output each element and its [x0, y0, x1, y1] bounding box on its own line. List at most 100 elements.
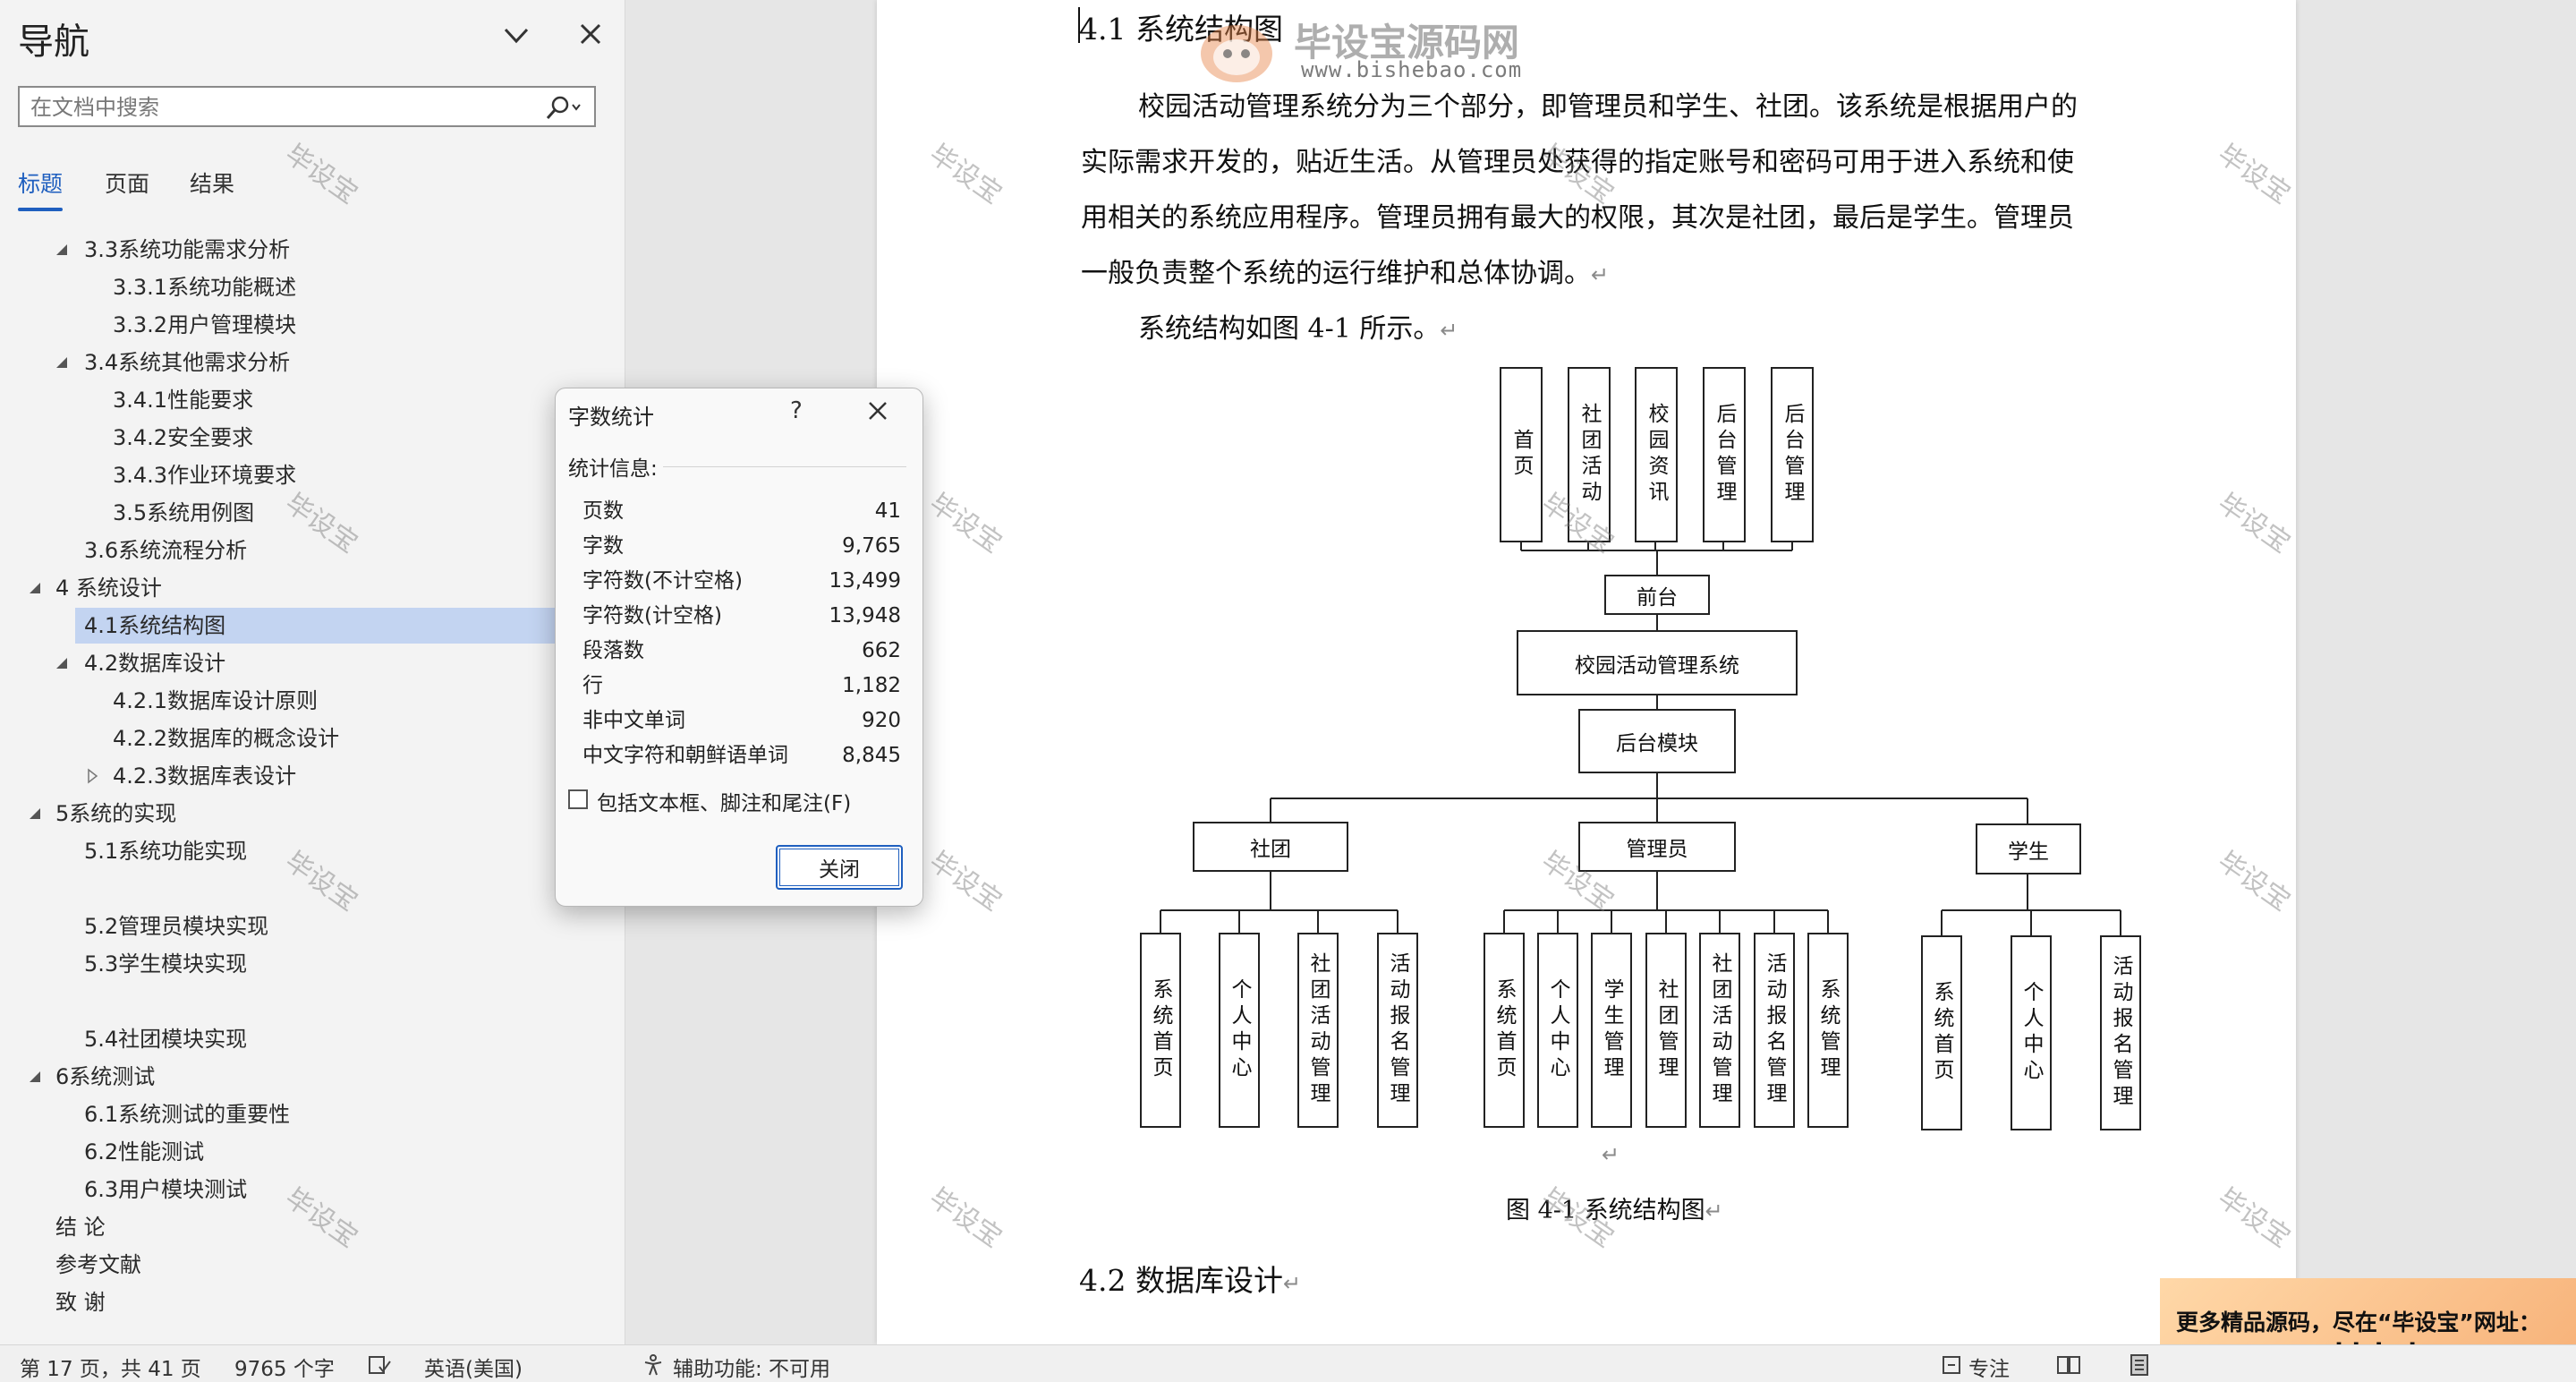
paragraph-figure-ref: 系统结构如图 4-1 所示。↵ — [1138, 313, 1458, 345]
include-footnotes-checkbox[interactable] — [568, 789, 588, 809]
nav-tree-item[interactable]: 3.5系统用例图 — [0, 494, 625, 532]
nav-tree-item[interactable]: 4.2数据库设计 — [0, 644, 625, 682]
nav-tree-item-label: 4.1系统结构图 — [84, 613, 226, 638]
nav-tree-item-label: 6.3用户模块测试 — [84, 1177, 248, 1202]
box-admin-signup-manage: 活动报名管理 — [1754, 933, 1795, 1128]
search-icon[interactable] — [542, 93, 583, 122]
tab-headings[interactable]: 标题 — [18, 171, 64, 197]
stat-value: 1,182 — [842, 674, 901, 697]
nav-tree-item-label: 6系统测试 — [55, 1064, 156, 1089]
nav-tree-item[interactable]: 参考文献 — [0, 1246, 625, 1284]
nav-tree-item[interactable]: 5.1系统功能实现 — [0, 832, 625, 870]
nav-tree-item[interactable]: 5.4社团模块实现 — [0, 1020, 625, 1058]
accessibility-status[interactable]: 辅助功能: 不可用 — [673, 1358, 831, 1381]
nav-tree-item[interactable] — [0, 870, 625, 908]
nav-tree-item[interactable]: 4.2.1数据库设计原则 — [0, 682, 625, 720]
nav-tree-item-label: 5.4社团模块实现 — [84, 1027, 248, 1052]
nav-tree-item[interactable]: 4 系统设计 — [0, 569, 625, 607]
expanded-triangle-icon[interactable] — [27, 580, 43, 596]
accessibility-icon[interactable] — [642, 1353, 667, 1377]
focus-mode[interactable]: 专注 — [1968, 1358, 2010, 1381]
proofing-icon[interactable] — [367, 1354, 392, 1376]
nav-tree-item[interactable]: 3.4.1性能要求 — [0, 381, 625, 419]
nav-tree-item[interactable] — [0, 983, 625, 1020]
page-count[interactable]: 第 17 页，共 41 页 — [20, 1358, 201, 1381]
nav-tree-item[interactable]: 6.1系统测试的重要性 — [0, 1096, 625, 1133]
nav-tree-item[interactable]: 3.3.1系统功能概述 — [0, 269, 625, 306]
language-indicator[interactable]: 英语(美国) — [424, 1358, 523, 1381]
nav-tree-item[interactable]: 5系统的实现 — [0, 795, 625, 832]
close-icon[interactable] — [864, 397, 891, 424]
nav-tree-item[interactable]: 6系统测试 — [0, 1058, 625, 1096]
print-layout-icon[interactable] — [2128, 1353, 2151, 1377]
box-club-profile: 个人中心 — [1219, 933, 1260, 1128]
nav-tree-item[interactable]: 6.3用户模块测试 — [0, 1171, 625, 1208]
expanded-triangle-icon[interactable] — [27, 1069, 43, 1085]
nav-tree-item-label: 4.2数据库设计 — [84, 651, 226, 676]
nav-tree-item-label: 4.2.2数据库的概念设计 — [113, 726, 340, 751]
nav-tree-item-label: 5.3学生模块实现 — [84, 951, 248, 977]
nav-tree-item[interactable]: 3.4系统其他需求分析 — [0, 344, 625, 381]
search-box — [18, 86, 596, 127]
focus-icon[interactable] — [1940, 1353, 1963, 1377]
tab-pages[interactable]: 页面 — [105, 171, 150, 197]
stats-section-label: 统计信息: — [568, 457, 658, 481]
search-input[interactable] — [29, 88, 542, 127]
nav-tree-item-label: 5系统的实现 — [55, 801, 177, 826]
nav-tree-item-label: 致 谢 — [55, 1290, 106, 1315]
nav-tree-item[interactable]: 结 论 — [0, 1208, 625, 1246]
nav-tree-item-label: 3.4系统其他需求分析 — [84, 350, 291, 375]
nav-tree-item-label: 5.2管理员模块实现 — [84, 914, 269, 939]
close-button[interactable]: 关闭 — [776, 845, 903, 890]
word-count[interactable]: 9765 个字 — [234, 1358, 335, 1381]
chevron-down-icon[interactable] — [498, 18, 534, 54]
nav-tree-item[interactable]: 3.3.2用户管理模块 — [0, 306, 625, 344]
collapsed-triangle-icon[interactable] — [84, 768, 100, 784]
nav-tree-item[interactable]: 3.4.2安全要求 — [0, 419, 625, 456]
nav-tree-item[interactable]: 3.4.3作业环境要求 — [0, 456, 625, 494]
expanded-triangle-icon[interactable] — [27, 806, 43, 822]
stat-label: 字符数(计空格) — [582, 604, 722, 627]
heading-4-1[interactable]: 4.1 系统结构图 — [1079, 12, 1283, 47]
stat-label: 中文字符和朝鲜语单词 — [582, 744, 788, 767]
logo-title: 毕设宝源码网 — [1294, 21, 1520, 64]
close-icon[interactable] — [573, 16, 608, 52]
include-footnotes-label[interactable]: 包括文本框、脚注和尾注(F) — [597, 792, 852, 815]
nav-tree-item[interactable]: 5.3学生模块实现 — [0, 945, 625, 983]
nav-tree-item[interactable]: 4.2.2数据库的概念设计 — [0, 720, 625, 757]
nav-title: 导航 — [18, 21, 89, 63]
nav-tree-item-label: 5.1系统功能实现 — [84, 839, 248, 864]
box-role-admin: 管理员 — [1578, 822, 1736, 872]
box-home: 首页 — [1500, 367, 1543, 542]
nav-tree-item[interactable]: 3.3系统功能需求分析 — [0, 231, 625, 269]
text-cursor — [1078, 7, 1080, 43]
help-button[interactable]: ? — [790, 397, 803, 424]
watermark-logo: 毕设宝源码网 www.bishebao.com — [1195, 13, 1553, 84]
paragraph-line: 实际需求开发的，贴近生活。从管理员处获得的指定账号和密码可用于进入系统和使 — [1081, 147, 2074, 178]
nav-tree-item[interactable]: 3.6系统流程分析 — [0, 532, 625, 569]
box-admin-activity-manage: 社团活动管理 — [1699, 933, 1740, 1128]
nav-tree-item[interactable]: 5.2管理员模块实现 — [0, 908, 625, 945]
box-role-club: 社团 — [1193, 822, 1348, 872]
nav-tree-item-label: 3.3系统功能需求分析 — [84, 237, 291, 262]
box-admin-profile: 个人中心 — [1537, 933, 1578, 1128]
expanded-triangle-icon[interactable] — [54, 354, 70, 371]
nav-tree-item[interactable]: 致 谢 — [0, 1284, 625, 1321]
tab-results[interactable]: 结果 — [190, 171, 235, 197]
stat-row: 字符数(不计空格)13,499 — [582, 564, 901, 599]
nav-tree-item[interactable]: 4.2.3数据库表设计 — [0, 757, 625, 795]
heading-4-2[interactable]: 4.2 数据库设计↵ — [1079, 1263, 1302, 1298]
read-mode-icon[interactable] — [2056, 1353, 2081, 1377]
expanded-triangle-icon[interactable] — [54, 655, 70, 671]
nav-tree-item-label: 参考文献 — [55, 1252, 141, 1277]
nav-tree-item[interactable]: 6.2性能测试 — [0, 1133, 625, 1171]
stat-value: 13,499 — [829, 569, 901, 593]
nav-tree-item[interactable]: 4.1系统结构图 — [0, 607, 625, 644]
expanded-triangle-icon[interactable] — [54, 242, 70, 258]
box-frontend: 前台 — [1604, 575, 1710, 615]
stat-value: 920 — [862, 709, 901, 732]
